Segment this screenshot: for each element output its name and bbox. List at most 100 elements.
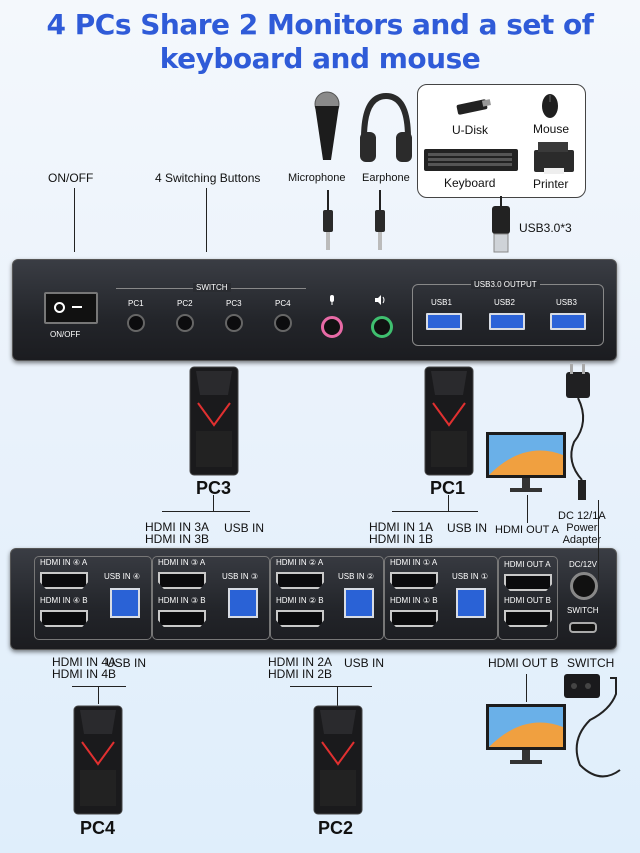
usb-in-2-label: USB IN ② <box>338 572 375 581</box>
headphones-icon <box>360 92 412 162</box>
hdmi-in-4a-label: HDMI IN ④ A <box>40 558 88 567</box>
hdmi-in-3b-label: HDMI IN ③ B <box>158 596 206 605</box>
microphone-port[interactable] <box>321 316 343 338</box>
monitor-b-icon <box>486 704 566 764</box>
input-group-1 <box>384 556 498 640</box>
pc4-button-label: PC4 <box>275 299 291 308</box>
earphone-jack-icon <box>375 190 385 250</box>
pc2-usb-label: USB IN <box>344 656 385 670</box>
input-group-2 <box>270 556 384 640</box>
hdmi-out-b-label: HDMI OUT B <box>488 656 559 670</box>
hdmi-out-a-port[interactable] <box>504 574 552 591</box>
pc1-hdmi-label: HDMI IN 1A HDMI IN 1B <box>369 520 434 546</box>
mouse-icon <box>542 94 558 118</box>
switch-header: SWITCH <box>193 283 231 292</box>
pc2-hdmi-label: HDMI IN 2A HDMI IN 2B <box>268 655 333 681</box>
hdmi-in-4a-port[interactable] <box>40 572 88 589</box>
printer-label: Printer <box>533 177 569 191</box>
hdmi-in-1b-port[interactable] <box>390 610 438 627</box>
hdmi-in-1b-label: HDMI IN ① B <box>390 596 438 605</box>
microphone-label: Microphone <box>288 172 346 184</box>
hdmi-out-b-port-label: HDMI OUT B <box>504 596 551 605</box>
title-line-1: 4 PCs Share 2 Monitors and a set of <box>46 8 594 41</box>
earphone-label: Earphone <box>362 172 410 184</box>
pc4-usb-label: USB IN <box>106 656 147 670</box>
hdmi-in-2b-port[interactable] <box>276 610 324 627</box>
hdmi-in-3b-port[interactable] <box>158 610 206 627</box>
usb-in-1-label: USB IN ① <box>452 572 489 581</box>
pc3-tower-icon <box>189 366 239 476</box>
usb3-label: USB3 <box>556 298 577 307</box>
mic-jack-icon <box>323 190 333 250</box>
u-disk-icon <box>456 99 492 115</box>
pc4-hdmi-label: HDMI IN 4A HDMI IN 4B <box>52 655 117 681</box>
keyboard-label: Keyboard <box>444 176 496 190</box>
pc1-usb-label: USB IN <box>447 521 488 535</box>
usb-in-2-port[interactable] <box>344 588 374 618</box>
pc3-label: PC3 <box>196 478 232 498</box>
remote-switch-icon <box>564 674 621 778</box>
output-group <box>498 556 558 640</box>
hdmi-in-2b-label: HDMI IN ② B <box>276 596 324 605</box>
power-adapter-icon <box>566 364 590 500</box>
pc3-hdmi-label: HDMI IN 3A HDMI IN 3B <box>145 520 210 546</box>
earphone-port[interactable] <box>371 316 393 338</box>
switch-buttons-label: 4 Switching Buttons <box>155 171 261 185</box>
usb2-port[interactable] <box>489 313 525 330</box>
usb-in-3-port[interactable] <box>228 588 258 618</box>
panel-on-off-label: ON/OFF <box>50 330 81 339</box>
pc2-button-label: PC2 <box>177 299 193 308</box>
hdmi-in-4b-port[interactable] <box>40 610 88 627</box>
usb-plug-icon <box>492 196 510 253</box>
pc1-tower-icon <box>424 366 474 476</box>
switch-port[interactable] <box>569 622 597 633</box>
kvm-front-panel <box>12 259 617 361</box>
pc3-switch-button[interactable] <box>225 314 243 332</box>
hdmi-in-3a-port[interactable] <box>158 572 206 589</box>
pc3-button-label: PC3 <box>226 299 242 308</box>
microphone-icon <box>314 91 340 160</box>
pc2-switch-button[interactable] <box>176 314 194 332</box>
pc4-label: PC4 <box>80 818 116 838</box>
usb3-port[interactable] <box>550 313 586 330</box>
pc1-switch-button[interactable] <box>127 314 145 332</box>
printer-icon <box>534 142 574 174</box>
usb30-x3-label: USB3.0*3 <box>519 221 572 235</box>
usb-in-1-port[interactable] <box>456 588 486 618</box>
mouse-label: Mouse <box>533 122 570 136</box>
usb-devices-box <box>417 84 586 198</box>
usb-output-header: USB3.0 OUTPUT <box>471 280 540 289</box>
switch-port-label: SWITCH <box>567 606 599 615</box>
hdmi-in-2a-label: HDMI IN ② A <box>276 558 324 567</box>
speaker-port-icon <box>375 295 385 305</box>
input-group-4 <box>34 556 152 640</box>
hdmi-out-a-label: HDMI OUT A <box>495 524 559 536</box>
mic-port-icon <box>330 295 334 305</box>
input-group-3 <box>152 556 270 640</box>
hdmi-out-b-port[interactable] <box>504 610 552 627</box>
title-line-2: keyboard and mouse <box>159 42 481 75</box>
u-disk-label: U-Disk <box>452 123 488 137</box>
hdmi-in-3a-label: HDMI IN ③ A <box>158 558 206 567</box>
hdmi-in-1a-label: HDMI IN ① A <box>390 558 438 567</box>
pc3-usb-label: USB IN <box>224 521 265 535</box>
usb1-label: USB1 <box>431 298 452 307</box>
usb1-port[interactable] <box>426 313 462 330</box>
pc4-switch-button[interactable] <box>274 314 292 332</box>
dc-12v-label: DC/12V <box>569 560 598 569</box>
hdmi-in-4b-label: HDMI IN ④ B <box>40 596 88 605</box>
pc2-label: PC2 <box>318 818 354 838</box>
on-off-label: ON/OFF <box>48 171 94 185</box>
dc-power-port[interactable] <box>570 572 598 600</box>
pc1-button-label: PC1 <box>128 299 144 308</box>
monitor-a-icon <box>486 432 566 492</box>
hdmi-out-a-port-label: HDMI OUT A <box>504 560 551 569</box>
switch-label: SWITCH <box>567 656 615 670</box>
power-switch[interactable] <box>44 292 98 324</box>
usb2-label: USB2 <box>494 298 515 307</box>
usb-in-3-label: USB IN ③ <box>222 572 259 581</box>
pc1-label: PC1 <box>430 478 466 498</box>
usb-in-4-port[interactable] <box>110 588 140 618</box>
hdmi-in-2a-port[interactable] <box>276 572 324 589</box>
hdmi-in-1a-port[interactable] <box>390 572 438 589</box>
